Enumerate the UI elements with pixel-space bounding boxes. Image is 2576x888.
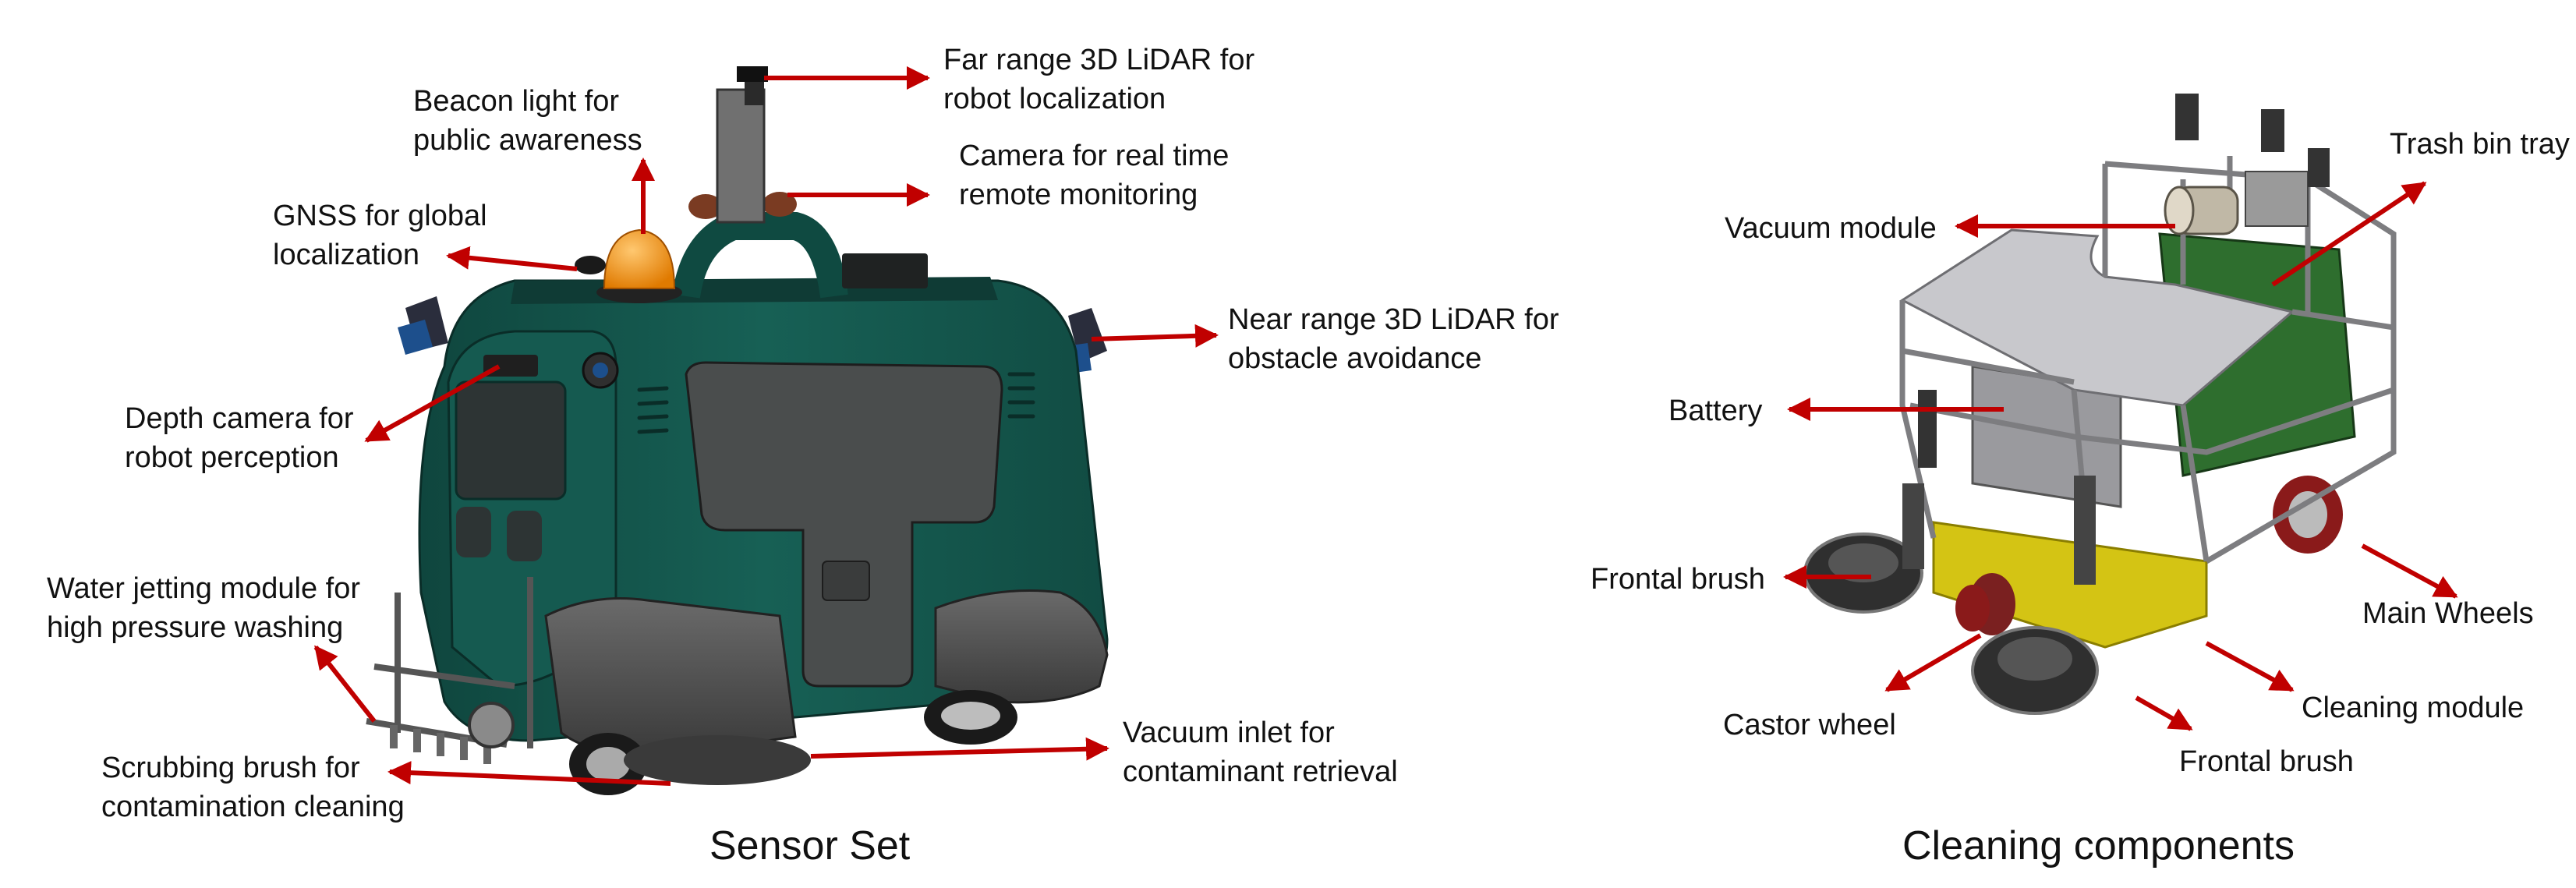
annotation-arrows (313, 66, 2458, 786)
label-depth-camera: Depth camera for robot perception (125, 399, 354, 477)
arrow-water-jet (313, 645, 377, 723)
arrow-depth-camera (364, 364, 501, 443)
label-scrub-brush-line1: Scrubbing brush for (101, 752, 360, 784)
label-camera-line2: remote monitoring (959, 179, 1198, 211)
depth-camera (483, 355, 538, 377)
label-frontal-brush-bottom: Frontal brush (2179, 745, 2354, 778)
near-lidar-left (398, 296, 448, 355)
label-water-jet-line2: high pressure washing (47, 611, 344, 644)
label-water-jet: Water jetting module for high pressure w… (47, 569, 360, 647)
label-depth-camera-line2: robot perception (125, 441, 339, 474)
castor-wheel-illustration (1955, 585, 1990, 632)
arrow-castor-wheel (1884, 633, 1982, 692)
arrow-vacuum-inlet (810, 737, 1109, 761)
arrow-cleaning-module (2205, 641, 2295, 692)
label-scrub-brush-line2: contamination cleaning (101, 791, 405, 823)
arrow-main-wheels (2361, 543, 2458, 599)
label-main-wheels: Main Wheels (2362, 597, 2534, 630)
label-near-lidar-line1: Near range 3D LiDAR for (1228, 303, 1559, 336)
label-camera-line1: Camera for real time (959, 140, 1230, 172)
label-beacon-line2: public awareness (413, 124, 642, 157)
arrow-frontal-brush-bottom (2135, 695, 2193, 731)
cleaning-module-block (1932, 521, 2208, 649)
arrow-scrub-brush (387, 761, 671, 786)
arrow-near-lidar (1091, 324, 1219, 348)
beacon-light (596, 228, 682, 303)
label-vacuum-module: Vacuum module (1725, 212, 1937, 245)
label-beacon: Beacon light for public awareness (413, 82, 642, 160)
label-water-jet-line1: Water jetting module for (47, 572, 360, 605)
label-scrub-brush: Scrubbing brush for contamination cleani… (101, 748, 405, 826)
far-lidar-mast (716, 66, 768, 224)
t-panel (685, 361, 1003, 688)
label-near-lidar-line2: obstacle avoidance (1228, 342, 1482, 375)
robot-skirt (544, 597, 797, 758)
caption-cleaning-components: Cleaning components (1902, 823, 2295, 869)
label-vacuum-inlet: Vacuum inlet for contaminant retrieval (1123, 713, 1398, 791)
sensor-robot-illustration (366, 66, 1109, 795)
frontal-brush-left-illustration (1803, 483, 1924, 614)
gnss-antenna (575, 256, 606, 274)
label-battery: Battery (1668, 394, 1763, 427)
scrubbing-brush (624, 735, 811, 785)
label-depth-camera-line1: Depth camera for (125, 402, 354, 435)
caption-sensor-set: Sensor Set (709, 823, 911, 869)
cleaning-robot-illustration (1803, 94, 2397, 715)
vacuum-module (2164, 171, 2309, 235)
label-cleaning-module: Cleaning module (2302, 692, 2525, 724)
label-castor-wheel: Castor wheel (1723, 709, 1896, 741)
label-vacuum-inlet-line2: contaminant retrieval (1123, 755, 1398, 788)
label-far-lidar-line1: Far range 3D LiDAR for (943, 44, 1255, 76)
arrow-trash-bin (2271, 181, 2427, 287)
label-vacuum-inlet-line1: Vacuum inlet for (1123, 716, 1335, 749)
label-far-lidar-line2: robot localization (943, 83, 1166, 115)
label-gnss: GNSS for global localization (273, 196, 487, 274)
label-gnss-line2: localization (273, 239, 419, 271)
label-trash-bin: Trash bin tray (2390, 128, 2570, 161)
label-near-lidar: Near range 3D LiDAR for obstacle avoidan… (1228, 300, 1559, 378)
frontal-brush-bottom-illustration (1971, 476, 2099, 715)
label-camera: Camera for real time remote monitoring (959, 136, 1229, 214)
arrow-gnss (446, 246, 578, 271)
label-frontal-brush-left: Frontal brush (1591, 563, 1765, 596)
label-gnss-line1: GNSS for global (273, 200, 487, 232)
label-beacon-line1: Beacon light for (413, 85, 620, 118)
label-far-lidar: Far range 3D LiDAR for robot localizatio… (943, 41, 1254, 119)
